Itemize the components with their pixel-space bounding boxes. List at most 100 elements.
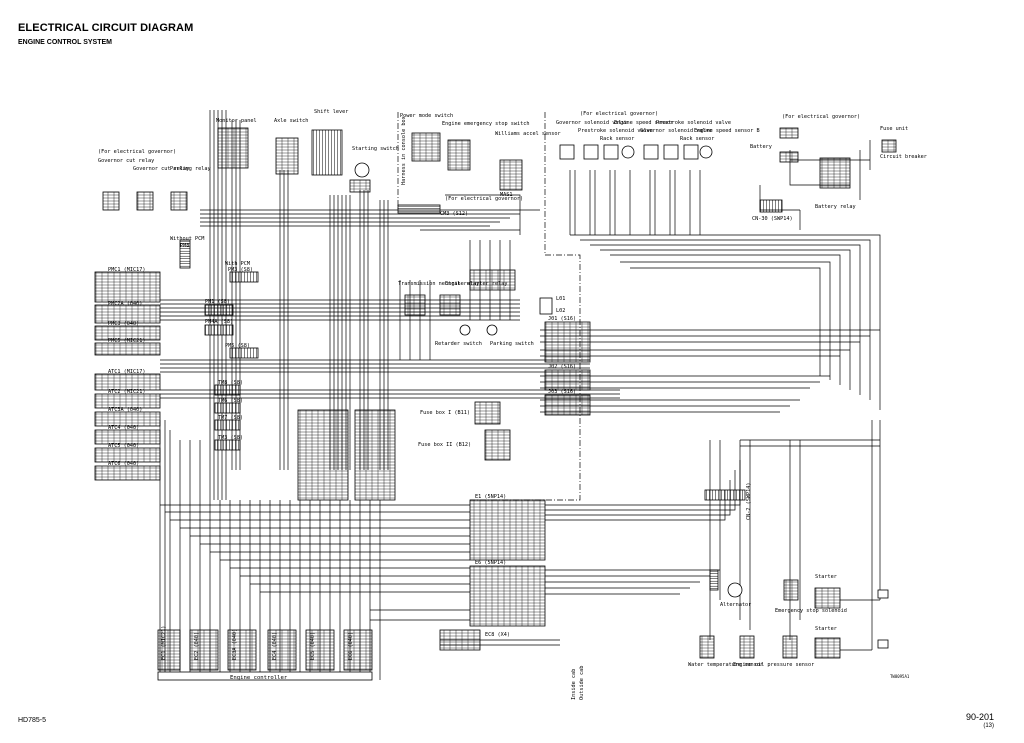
pm8-connector [179,239,191,269]
ec8-connector [439,629,481,651]
label-ec1: EC1 (MIC21) [161,626,167,660]
gov-solenoid-1 [559,144,575,160]
axle-switch [275,137,299,175]
label-parking-switch: Parking switch [490,341,534,347]
label-battery-relay: Battery relay [815,204,856,210]
label-starter-1: Starter [815,574,837,580]
ec6-connector [343,629,373,671]
label-power-mode-switch: Power mode switch [400,113,453,119]
label-engine-starter-relay: Engine starter relay [445,281,507,287]
label-gov-solenoid-2: Governor solenoid valve [640,128,712,134]
pmc3-connector [94,325,161,341]
label-cm3: CM3 (S12) [440,211,468,217]
tm3-connector [214,439,241,451]
label-transmission-neutral-relay: Transmission neutral relay [398,281,479,287]
wiring [159,110,881,680]
page-sub-number: (13) [983,723,994,729]
atc3-connector [94,411,161,427]
monitor-panel [217,127,249,169]
label-pm8: PM8 [180,243,189,249]
alternator-icon [727,582,743,598]
j01-connector [544,321,591,363]
footer-page: 90-201 (13) [966,712,994,729]
label-outside-cab: Outside cab [579,666,585,700]
ec4-connector [267,629,297,671]
label-shift-lever: Shift lever [314,109,348,115]
label-ec2: EC2 (040) [194,632,200,660]
right-terminal-1 [877,589,889,599]
rack-sensor-1 [603,144,619,160]
cn2-connector [704,489,746,501]
emergency-stop-solenoid [783,579,799,601]
oil-pressure-sensor-2 [782,635,798,659]
e6-connector [469,565,546,627]
atc2-connector [94,393,161,409]
williams-sensor [499,159,523,191]
label-engine-speed-2: Engine speed sensor B [694,128,760,134]
label-fuse-box-2: Fuse box II (B12) [418,442,471,448]
label-for-gov-left: (For electrical governor) [98,149,176,155]
gov-solenoid-2 [643,144,659,160]
cn30-connector [759,199,783,213]
right-terminal-2 [877,639,889,649]
tm7-connector [214,419,241,431]
label-parking-relay: Parking relay [170,166,211,172]
label-j03: J03 (S16) [548,389,576,395]
starting-switch-key [354,162,370,178]
l01-l02-terminal [539,297,553,315]
label-for-gov-mid: (For electrical governor) [580,111,658,117]
label-atc1: ATC1 (MIC17) [108,369,145,375]
central-connector-left [297,409,349,501]
ec2-connector [189,629,219,671]
battery-relay [819,157,851,189]
label-ec8: EC8 (X4) [485,632,510,638]
fuse-unit [881,139,897,153]
starting-switch [349,179,371,193]
ec3-plug [709,569,719,591]
engine-starter-relay [439,294,461,316]
label-j01: J01 (S16) [548,316,576,322]
parking-relay [170,191,188,211]
figure-code: TW8095A1 [890,674,910,679]
page-subtitle: ENGINE CONTROL SYSTEM [18,39,112,46]
label-monitor-panel: Monitor panel [216,118,257,124]
pm5-connector [229,347,259,359]
oil-pressure-sensor-1 [739,635,755,659]
components [94,127,897,681]
fuse-box-1 [474,401,501,425]
label-without-pcm: Without PCM [170,236,204,242]
label-cn30: CN-30 (SWP14) [752,216,793,222]
label-tm6: TM6 (S8) [218,398,243,404]
label-e6: E6 (5NP14) [475,560,506,566]
label-water-temperature-sensor: Water temperature sensor [688,662,763,668]
prestroke-solenoid-1 [583,144,599,160]
battery-2 [779,151,799,163]
label-inside-cab: Inside cab [571,669,577,700]
label-atc3: ATC3A (040) [108,407,142,413]
governor-cut-relay-2 [136,191,154,211]
pmc1-connector [94,271,161,303]
label-pmc1: PMC1 (MIC17) [108,267,145,273]
label-engine-controller: Engine controller [230,675,288,681]
label-starting-switch: Starting switch [352,146,399,152]
label-j02: J02 (S16) [548,364,576,370]
label-l02: L02 [556,308,565,314]
label-gov-solenoid-1: Governor solenoid valve [556,120,628,126]
cm3-connector [397,204,441,214]
label-pmc5: PMC5 (MIC21) [108,338,145,344]
pmc5-connector [94,342,161,356]
pmc2-connector [94,304,161,324]
page-title: ELECTRICAL CIRCUIT DIAGRAM [18,22,194,34]
label-tm3: TM3 (S8) [218,435,243,441]
page-number: 90-201 [965,712,994,722]
label-ec6: EC6 (040) [348,632,354,660]
tm6-connector [214,402,241,414]
retarder-switch-icon [459,324,471,336]
starter-2 [814,637,841,659]
label-starter-2: Starter [815,626,837,632]
label-atc5: ATC5 (040) [108,443,139,449]
shift-lever [311,129,343,176]
label-ec5: EC5 (040) [310,632,316,660]
label-williams-sensor: Williams accel sensor [495,131,561,137]
wm-connector [469,269,516,291]
